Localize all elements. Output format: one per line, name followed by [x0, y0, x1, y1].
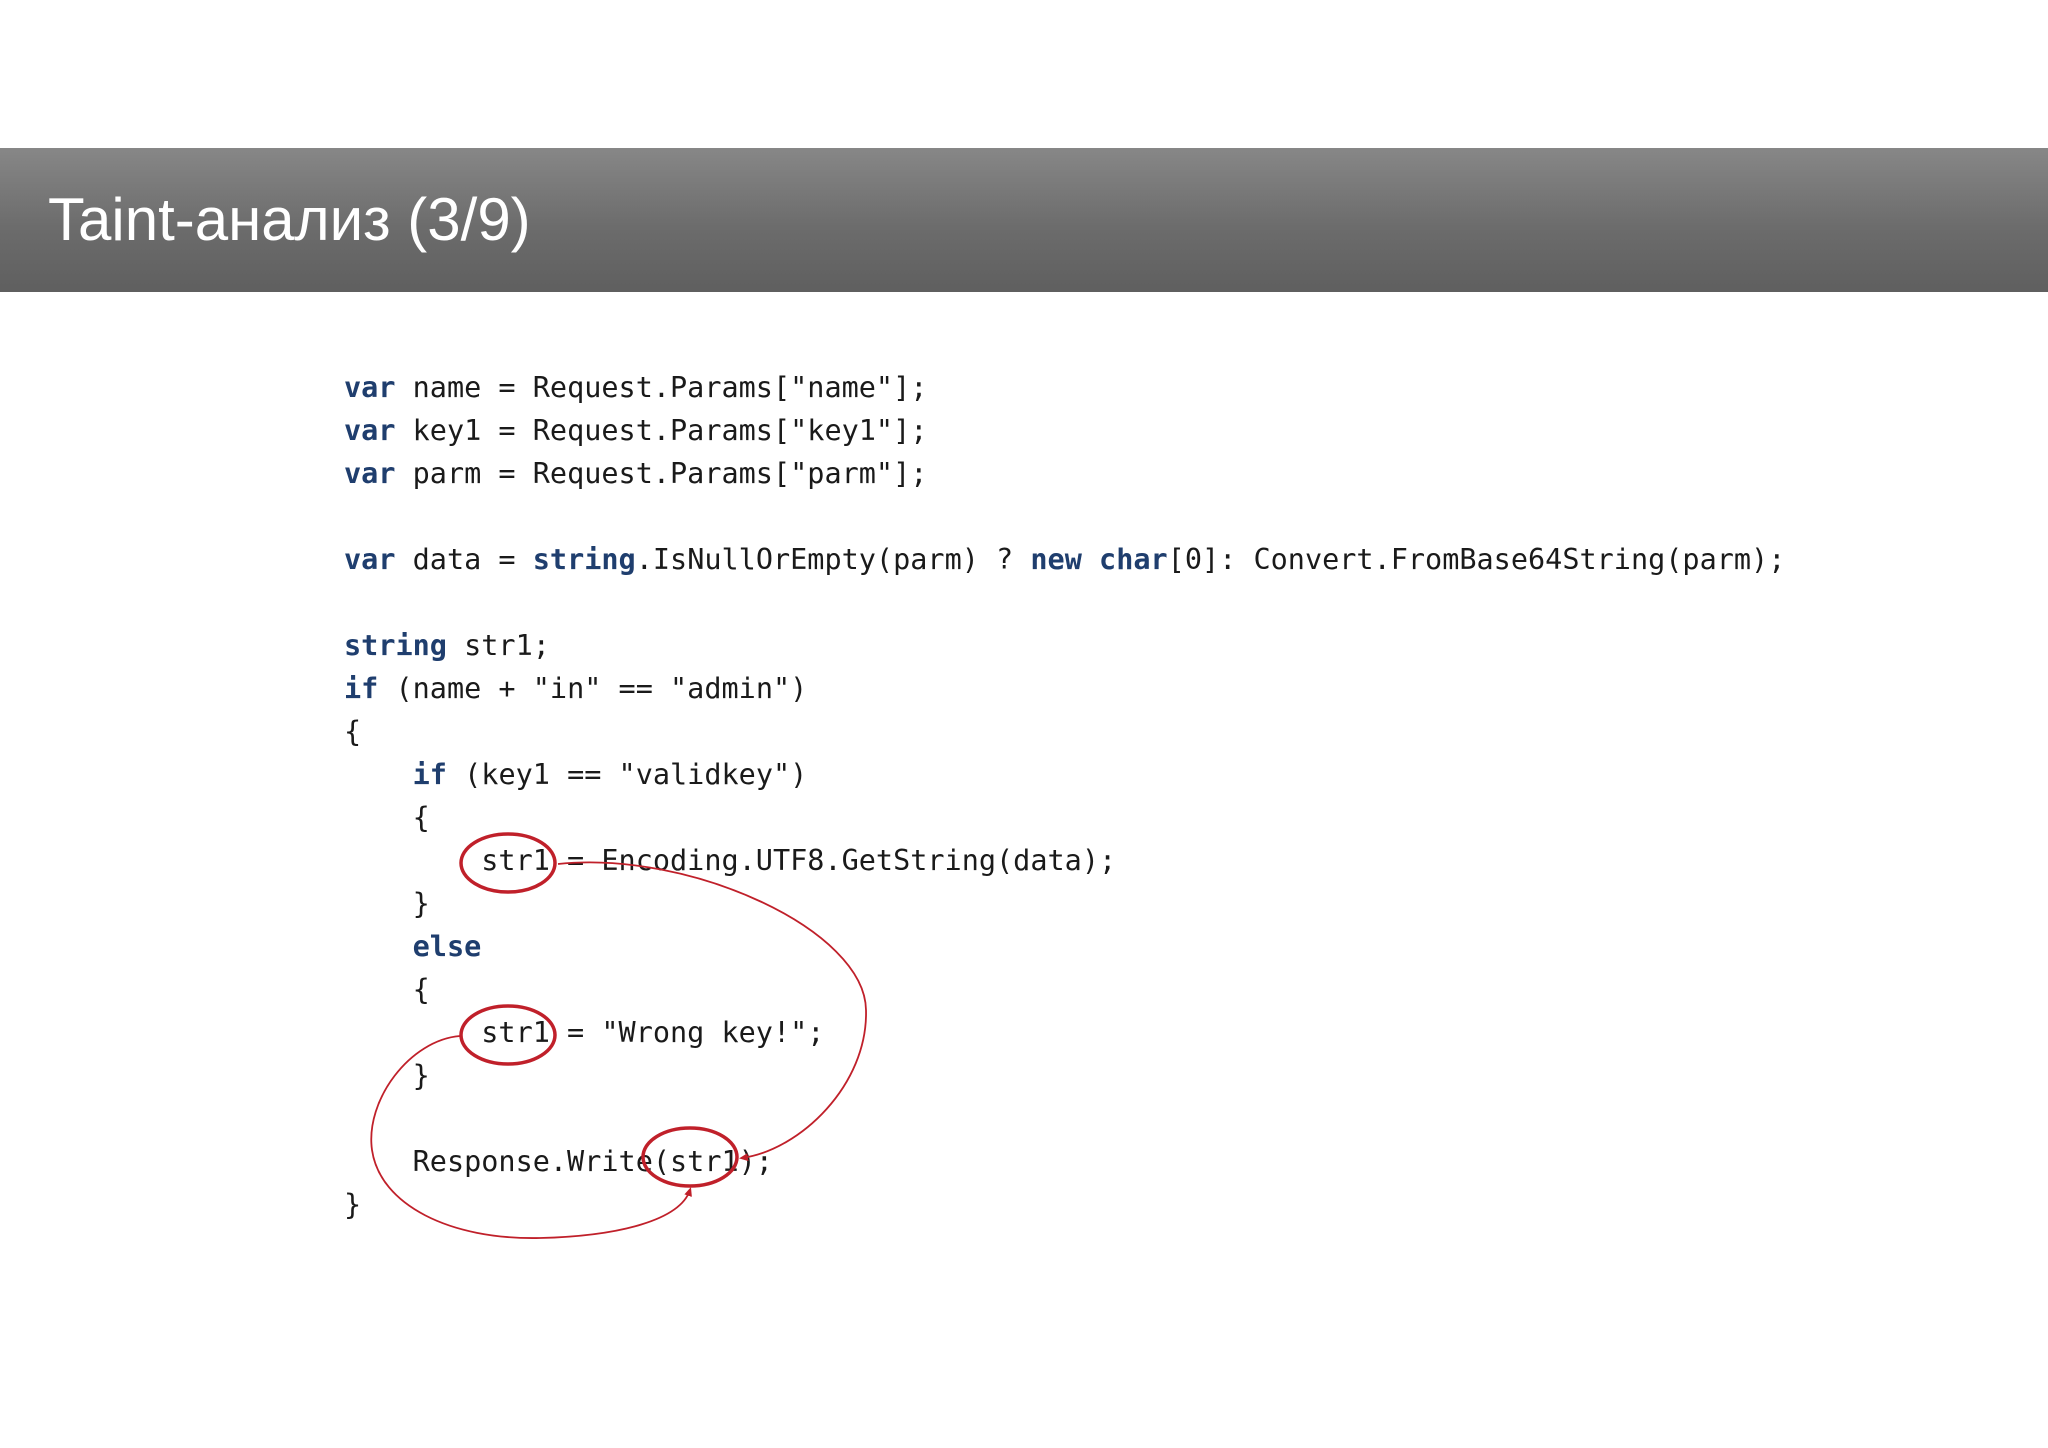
- code-text: {: [344, 715, 362, 748]
- code-text: {: [344, 973, 430, 1006]
- code-keyword: if: [412, 758, 447, 791]
- code-text: str1 = "Wrong key!";: [344, 1016, 825, 1049]
- code-line: str1 = "Wrong key!";: [344, 1011, 1785, 1054]
- code-line: {: [344, 796, 1785, 839]
- code-line: }: [344, 882, 1785, 925]
- code-line: if (key1 == "validkey"): [344, 753, 1785, 796]
- code-line: var name = Request.Params["name"];: [344, 366, 1785, 409]
- code-text: str1 = Encoding.UTF8.GetString(data);: [344, 844, 1117, 877]
- code-keyword: var: [344, 371, 396, 404]
- code-keyword: new: [1030, 543, 1082, 576]
- code-line: {: [344, 710, 1785, 753]
- code-text: .IsNullOrEmpty(parm) ?: [635, 543, 1031, 576]
- code-text: parm = Request.Params["parm"];: [395, 457, 928, 490]
- code-keyword: string: [344, 629, 447, 662]
- code-text: [344, 930, 413, 963]
- code-text: (key1 == "validkey"): [446, 758, 808, 791]
- code-text: (name + "in" == "admin"): [378, 672, 808, 705]
- code-line: var parm = Request.Params["parm"];: [344, 452, 1785, 495]
- code-line: [344, 495, 1785, 538]
- code-keyword: string: [532, 543, 636, 576]
- code-keyword: var: [344, 457, 396, 490]
- code-line: [344, 1097, 1785, 1140]
- code-line: [344, 581, 1785, 624]
- code-line: {: [344, 968, 1785, 1011]
- code-text: }: [344, 887, 430, 920]
- code-keyword: if: [344, 672, 379, 705]
- code-line: Response.Write(str1);: [344, 1140, 1785, 1183]
- code-text: {: [344, 801, 430, 834]
- code-line: var key1 = Request.Params["key1"];: [344, 409, 1785, 452]
- code-line: else: [344, 925, 1785, 968]
- code-text: data =: [395, 543, 533, 576]
- code-keyword: else: [412, 930, 482, 963]
- code-keyword: var: [344, 543, 396, 576]
- code-line: string str1;: [344, 624, 1785, 667]
- code-text: Response.Write(str1);: [344, 1145, 773, 1178]
- code-text: str1;: [446, 629, 550, 662]
- code-line: }: [344, 1054, 1785, 1097]
- code-block: var name = Request.Params["name"];var ke…: [344, 366, 1785, 1226]
- title-bar: Taint-анализ (3/9): [0, 148, 2048, 292]
- code-keyword: var: [344, 414, 396, 447]
- code-keyword: char: [1099, 543, 1168, 576]
- code-text: key1 = Request.Params["key1"];: [395, 414, 928, 447]
- code-text: [0]: Convert.FromBase64String(parm);: [1167, 543, 1786, 576]
- code-text: name = Request.Params["name"];: [395, 371, 928, 404]
- code-line: var data = string.IsNullOrEmpty(parm) ? …: [344, 538, 1785, 581]
- code-line: str1 = Encoding.UTF8.GetString(data);: [344, 839, 1785, 882]
- slide-title: Taint-анализ (3/9): [48, 186, 531, 253]
- code-line: }: [344, 1183, 1785, 1226]
- code-line: if (name + "in" == "admin"): [344, 667, 1785, 710]
- code-text: }: [344, 1188, 362, 1221]
- code-text: [1082, 543, 1099, 576]
- code-text: [344, 758, 413, 791]
- code-text: }: [344, 1059, 430, 1092]
